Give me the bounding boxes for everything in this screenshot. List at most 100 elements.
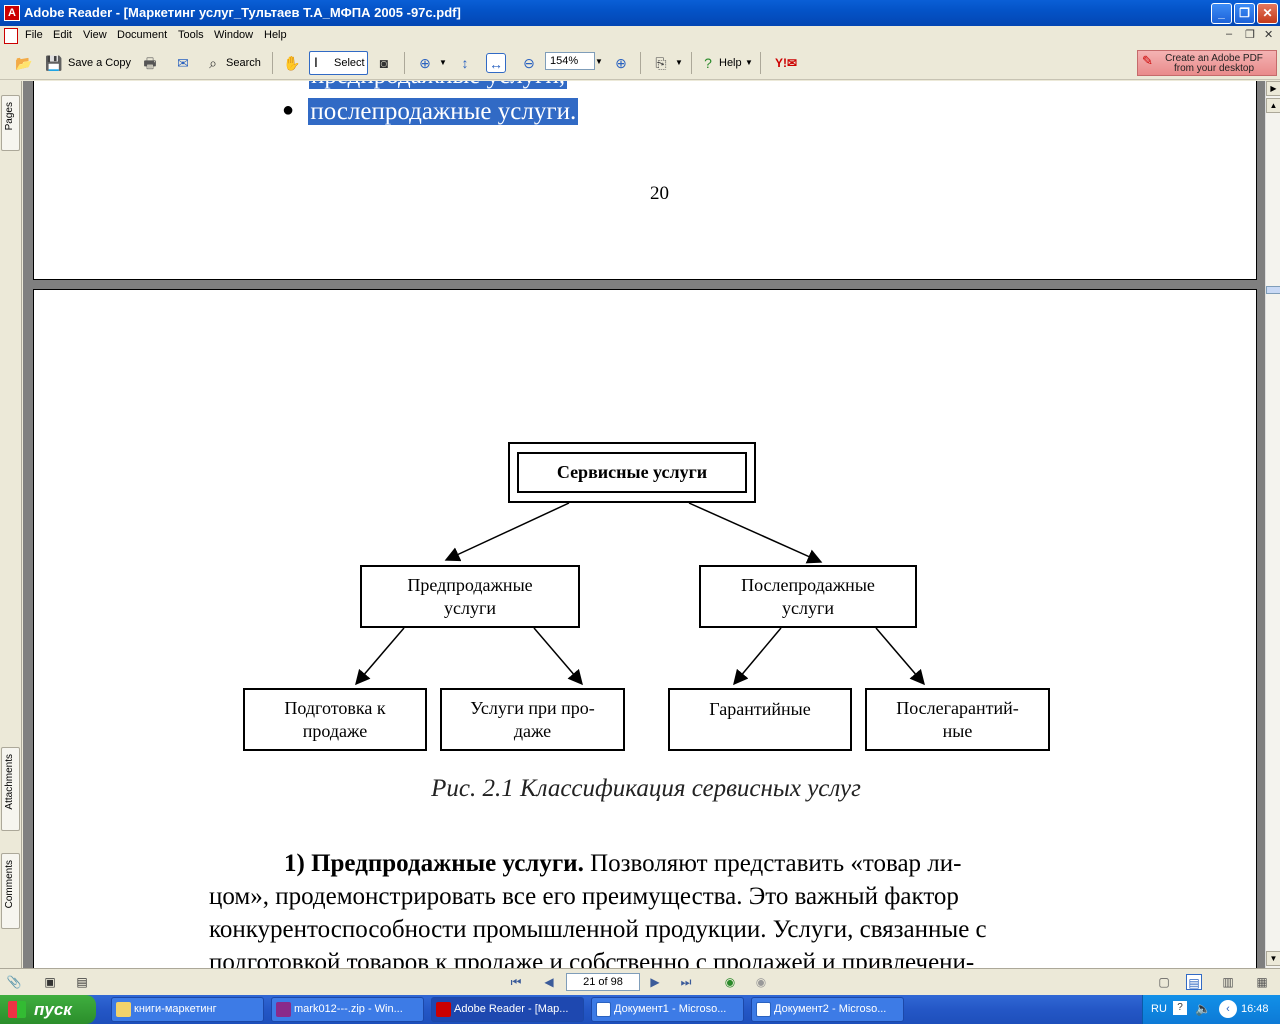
- task-winrar[interactable]: mark012---.zip - Win...: [271, 997, 424, 1022]
- facing-layout-icon[interactable]: ▥: [1222, 975, 1234, 989]
- fit-width-icon[interactable]: ↔: [486, 53, 506, 73]
- scroll-thumb[interactable]: [1266, 286, 1280, 294]
- diagram-preparation-box: Подготовка к продаже: [243, 688, 427, 751]
- paragraph-line-4[interactable]: подготовкой товаров к продаже и собствен…: [209, 949, 975, 968]
- minimize-button[interactable]: _: [1211, 3, 1232, 24]
- rotate-dropdown-icon[interactable]: ▼: [675, 58, 683, 67]
- text-cursor-icon: I: [314, 54, 318, 70]
- menu-document[interactable]: Document: [117, 29, 168, 41]
- menu-file[interactable]: File: [25, 29, 43, 41]
- help-icon[interactable]: ?: [704, 55, 712, 71]
- arrow-root-to-postsale: [688, 502, 823, 564]
- search-button[interactable]: Search: [226, 57, 261, 69]
- paragraph-line-2[interactable]: цом», продемонстрировать все его преимущ…: [209, 883, 959, 910]
- save-copy-button[interactable]: Save a Copy: [68, 57, 131, 69]
- status-bar: 📎 ▣ ▤ ⏮ ◀ 21 of 98 ▶ ⏭ ◉ ◉ ▢ ▤ ▥ ▦: [0, 968, 1280, 995]
- word-icon: [756, 1002, 771, 1017]
- zoom-tool-dropdown-icon[interactable]: ▼: [439, 58, 447, 67]
- binoculars-icon[interactable]: ⌕: [209, 55, 217, 71]
- start-button[interactable]: пуск: [0, 995, 96, 1024]
- paragraph-line-3[interactable]: конкурентоспособности промышленной проду…: [209, 916, 987, 943]
- task-word-doc2[interactable]: Документ2 - Microso...: [751, 997, 904, 1022]
- task-adobe-reader[interactable]: Adobe Reader - [Мар...: [431, 997, 584, 1022]
- go-back-icon[interactable]: ◉: [724, 975, 736, 989]
- bullet-text-postsale[interactable]: ● послепродажные услуги.: [282, 98, 579, 125]
- diagram-sale-services-box: Услуги при про- даже: [440, 688, 625, 751]
- hand-tool-icon[interactable]: ✋: [283, 55, 301, 71]
- clock: 16:48: [1241, 1003, 1269, 1015]
- menu-edit[interactable]: Edit: [53, 29, 72, 41]
- paragraph-line-1[interactable]: 1) Предпродажные услуги. Позволяют предс…: [284, 850, 962, 877]
- document-viewport[interactable]: предпродажные услуги, ● послепродажные у…: [23, 81, 1265, 968]
- language-indicator[interactable]: RU: [1151, 1003, 1167, 1015]
- zoom-in-icon[interactable]: ⊕: [615, 55, 627, 71]
- task-word-doc1[interactable]: Документ1 - Microso...: [591, 997, 744, 1022]
- snapshot-camera-icon[interactable]: ◙: [379, 55, 389, 71]
- task-folder[interactable]: книги-маркетинг: [111, 997, 264, 1022]
- diagram-warranty-box: Гарантийные: [668, 688, 852, 751]
- bullet-text-presale[interactable]: предпродажные услуги,: [282, 81, 568, 90]
- email-icon[interactable]: ✉: [177, 55, 189, 71]
- toolbar-separator: [272, 52, 273, 74]
- save-icon[interactable]: 💾: [45, 55, 63, 71]
- previous-page-icon[interactable]: ◀: [544, 975, 554, 989]
- doc-restore-icon[interactable]: ❐: [1245, 29, 1255, 41]
- page-number-field[interactable]: 21 of 98: [566, 973, 640, 991]
- tab-pages[interactable]: Pages: [1, 95, 20, 151]
- windows-flag-icon: [8, 1001, 26, 1018]
- create-pdf-icon: ✎: [1142, 53, 1153, 68]
- help-button[interactable]: Help: [719, 57, 742, 69]
- speaker-icon[interactable]: 🔈: [1195, 1001, 1212, 1016]
- diagram-connectors: [355, 502, 925, 686]
- help-dropdown-icon[interactable]: ▼: [745, 58, 753, 67]
- arrow-root-to-presale: [444, 502, 570, 562]
- open-folder-icon[interactable]: 📂: [15, 55, 33, 71]
- menu-tools[interactable]: Tools: [178, 29, 204, 41]
- menu-help[interactable]: Help: [264, 29, 287, 41]
- rotate-view-icon[interactable]: ⎘: [655, 55, 667, 71]
- zoom-level-input[interactable]: 154%: [545, 52, 595, 70]
- create-pdf-line-2: from your desktop: [1173, 63, 1255, 74]
- scroll-down-arrow-icon[interactable]: ▼: [1266, 951, 1280, 966]
- window-title: Adobe Reader - [Маркетинг услуг_Тультаев…: [24, 5, 461, 20]
- tab-comments[interactable]: Comments: [1, 853, 20, 929]
- next-page-icon[interactable]: ▶: [650, 975, 660, 989]
- close-button[interactable]: ✕: [1257, 3, 1278, 24]
- pdf-page-21: Сервисные услуги Предпродажные услуги По…: [33, 289, 1257, 968]
- continuous-layout-icon[interactable]: ▤: [1186, 974, 1202, 990]
- yahoo-toolbar-icon[interactable]: Y!✉: [774, 56, 798, 70]
- doc-close-icon[interactable]: ✕: [1264, 29, 1274, 41]
- help-tray-icon[interactable]: ?: [1173, 1001, 1187, 1015]
- last-page-icon[interactable]: ⏭: [680, 975, 692, 989]
- maximize-button[interactable]: ❐: [1234, 3, 1255, 24]
- single-page-layout-icon[interactable]: ▢: [1158, 975, 1170, 989]
- diagram-postwarranty-box: Послегарантий- ные: [865, 688, 1050, 751]
- navigation-pane: Pages Attachments Comments: [0, 81, 22, 968]
- adobe-reader-icon: A: [4, 5, 20, 21]
- select-tool-button[interactable]: I Select: [309, 51, 368, 75]
- paperclip-icon[interactable]: 📎: [6, 975, 22, 989]
- zoom-out-icon[interactable]: ⊖: [523, 55, 535, 71]
- toolbar-separator: [640, 52, 641, 74]
- figure-caption: Рис. 2.1 Классификация сервисных услуг: [431, 775, 861, 802]
- system-tray: RU ? 🔈 ‹ 16:48: [1142, 995, 1280, 1024]
- zoom-dropdown-icon[interactable]: ▼: [595, 57, 603, 66]
- menu-view[interactable]: View: [83, 29, 107, 41]
- scroll-right-arrow-icon[interactable]: ▶: [1266, 81, 1280, 96]
- menu-window[interactable]: Window: [214, 29, 254, 41]
- fit-page-icon[interactable]: ↕: [461, 55, 469, 71]
- go-forward-icon[interactable]: ◉: [755, 975, 767, 989]
- scroll-up-arrow-icon[interactable]: ▲: [1266, 98, 1280, 113]
- zoom-in-tool-icon[interactable]: ⊕: [419, 55, 431, 71]
- page-layout-icon[interactable]: ▤: [76, 975, 88, 989]
- tab-attachments[interactable]: Attachments: [1, 747, 20, 831]
- create-adobe-pdf-button[interactable]: ✎ Create an Adobe PDF from your desktop: [1137, 50, 1277, 76]
- show-hidden-icons-icon[interactable]: ‹: [1219, 1000, 1237, 1018]
- document-icon[interactable]: [4, 28, 18, 44]
- print-icon[interactable]: 🖶: [143, 55, 157, 71]
- first-page-icon[interactable]: ⏮: [510, 975, 522, 989]
- vertical-scrollbar[interactable]: ▶ ▲ ▼: [1265, 81, 1280, 968]
- single-page-view-icon[interactable]: ▣: [44, 975, 56, 989]
- doc-minimize-icon[interactable]: –: [1226, 28, 1233, 40]
- continuous-facing-layout-icon[interactable]: ▦: [1256, 975, 1268, 989]
